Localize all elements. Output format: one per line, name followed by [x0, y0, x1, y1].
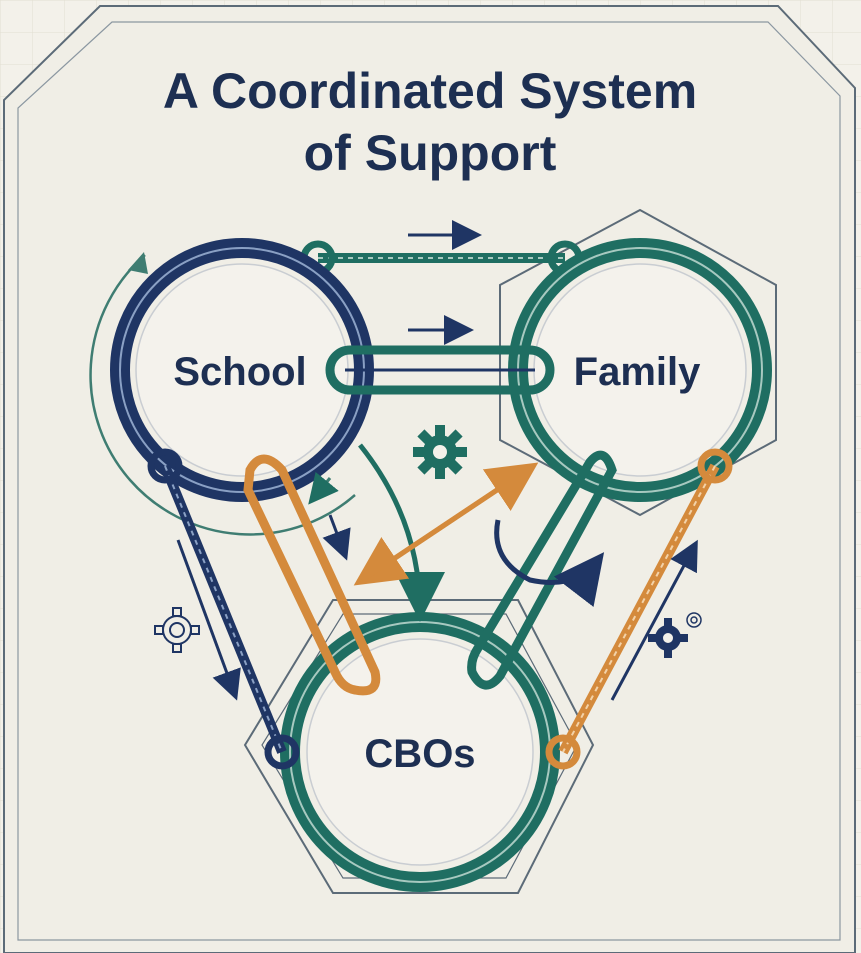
rope-knot-cbos-left: [264, 734, 300, 770]
orbit-arrow-icon: [128, 252, 148, 274]
rope-knot-family: [697, 448, 733, 484]
arrow-school-cbos: [358, 443, 445, 622]
rope-knot-school: [147, 448, 183, 484]
cbos-hexagon-inner: [261, 613, 578, 879]
gear-icon: [648, 618, 688, 658]
school-orbit: [89, 254, 356, 536]
rope-knot-cbos-right: [545, 734, 581, 770]
arrow-icon: [176, 539, 241, 701]
cycle-arrow-icon: [494, 519, 605, 607]
node-label-family: Family: [574, 350, 701, 394]
arrow-icon: [322, 514, 351, 561]
arrow-icon: [610, 539, 698, 701]
gear-icon: [413, 425, 467, 479]
cbos-hexagon: [243, 599, 595, 894]
inner-frame: [17, 21, 841, 941]
diagram-title-line1: A Coordinated System: [163, 63, 697, 119]
arrow-icon: [308, 471, 339, 505]
rope-orange-strand: [562, 465, 716, 753]
gear-outline-icon: [686, 612, 702, 628]
diagram-title-line2: of Support: [304, 125, 557, 181]
rope-navy-strand: [164, 465, 283, 753]
cbos-ring-inner: [306, 638, 534, 866]
rope-orange-loop: [243, 454, 381, 696]
chain-link: [325, 345, 555, 395]
rope-teal-loop: [467, 450, 617, 690]
node-label-school: School: [173, 350, 306, 394]
arrow-cbos-family: [360, 462, 539, 583]
family-hexagon: [499, 208, 777, 517]
node-label-cbos: CBOs: [364, 732, 475, 776]
gear-outline-icon: [154, 607, 200, 653]
